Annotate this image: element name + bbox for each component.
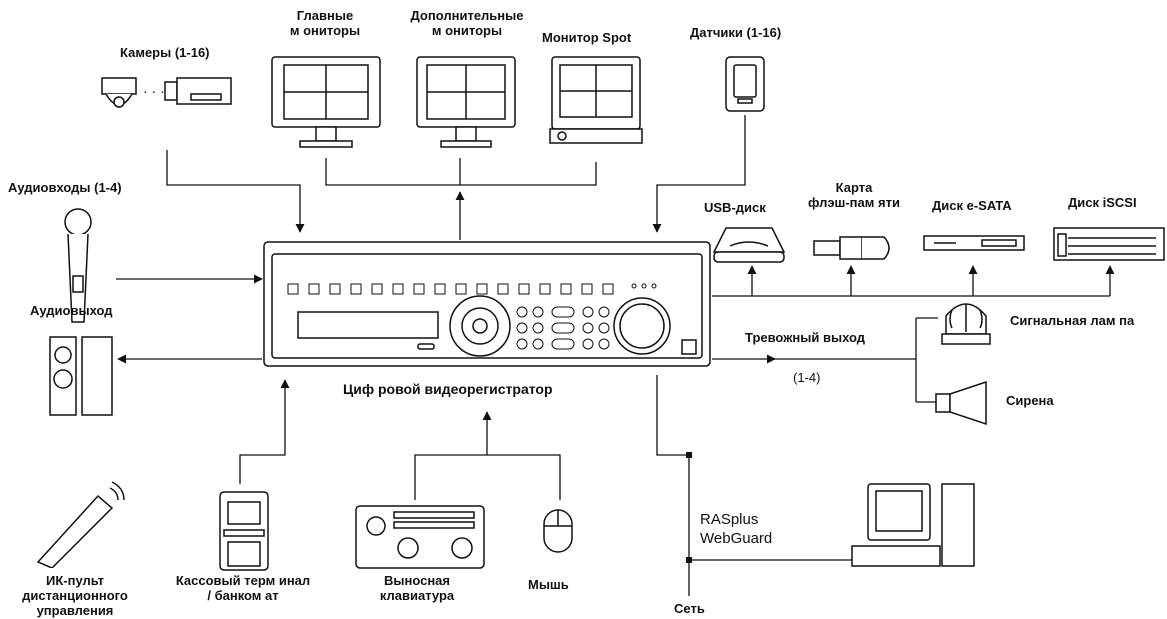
monitor-bus-line [325, 158, 597, 186]
usb-disk-label: USB-диск [704, 200, 766, 215]
usb-disk-icon [712, 227, 786, 263]
main-monitors-label: Главные м ониторы [289, 8, 361, 38]
signal-lamp-label: Сигнальная лам па [1010, 313, 1135, 328]
pos-terminal-icon [219, 491, 269, 571]
spot-monitor-icon [549, 56, 643, 144]
alarm-range-label: (1-4) [793, 370, 821, 385]
microphone-icon [64, 208, 92, 323]
software-label: RASplus WebGuard [700, 511, 773, 547]
extra-monitors-label: Дополнительные м ониторы [410, 8, 524, 38]
sensor-icon [725, 56, 765, 112]
audio-in-label: Аудиовходы (1-4) [8, 180, 122, 195]
iscsi-label: Диск iSCSI [1068, 195, 1137, 210]
input-bus-line [239, 379, 290, 484]
box-camera-icon [164, 77, 232, 105]
network-line [656, 375, 690, 596]
pos-label: Кассовый терм инал / банком ат [175, 573, 311, 603]
dvr-label: Циф ровой видеорегистратор [343, 381, 553, 397]
alarm-out-label: Тревожный выход [745, 330, 866, 345]
flash-card-icon [813, 236, 890, 260]
speakers-icon [49, 336, 113, 416]
network-label: Сеть [674, 601, 705, 616]
control-bus-line [414, 454, 561, 500]
extra-monitor-icon [416, 56, 516, 148]
iscsi-disk-icon [1053, 227, 1165, 261]
audio-out-label: Аудиовыход [30, 303, 113, 318]
camera-ellipsis: · · · [143, 83, 165, 99]
mouse-label: Мышь [528, 577, 569, 592]
signal-lamp-icon [941, 303, 991, 345]
keyboard-icon [355, 505, 485, 569]
spot-monitor-label: Монитор Spot [542, 30, 632, 45]
ir-remote-icon [36, 481, 125, 568]
sensors-label: Датчики (1-16) [690, 25, 782, 40]
esata-disk-icon [923, 235, 1025, 251]
flash-card-label: Карта флэш-пам яти [808, 180, 900, 210]
main-monitor-icon [271, 56, 381, 148]
dvr-device [263, 241, 711, 367]
sensor-line [652, 115, 746, 233]
siren-icon [935, 380, 987, 426]
camera-line [166, 150, 305, 233]
dome-camera-icon [101, 77, 137, 108]
computer-icon [851, 483, 975, 567]
mouse-icon [543, 509, 573, 553]
esata-label: Диск e-SATA [932, 198, 1012, 213]
siren-label: Сирена [1006, 393, 1054, 408]
ir-remote-label: ИК-пульт дистанционного управления [22, 573, 128, 618]
keyboard-label: Выносная клавиатура [379, 573, 455, 603]
cameras-label: Камеры (1-16) [120, 45, 210, 60]
